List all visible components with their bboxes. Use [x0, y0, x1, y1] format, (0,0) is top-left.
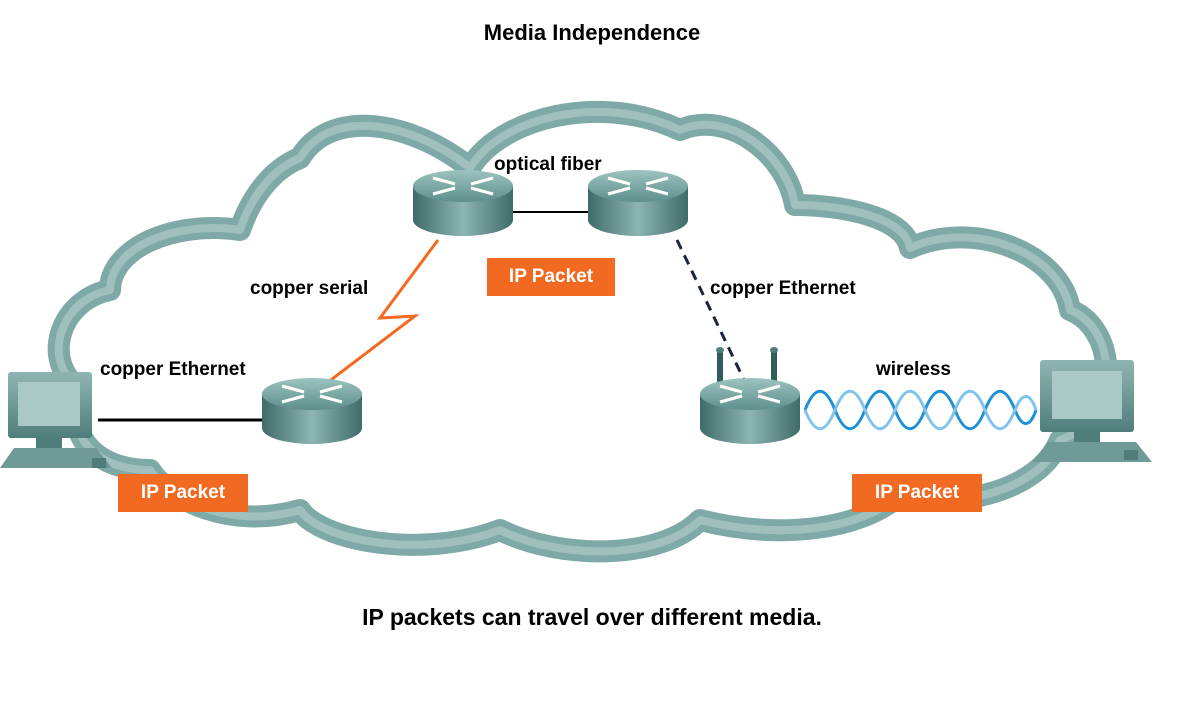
copper-ethernet-link-right — [675, 239, 747, 383]
ip-packet-center: IP Packet — [487, 258, 615, 296]
router-bottom-left — [260, 376, 364, 446]
wireless-label: wireless — [876, 359, 951, 380]
router-top-left — [411, 168, 515, 238]
router-top-right — [586, 168, 690, 238]
copper-serial-link — [314, 239, 440, 394]
copper-ethernet-right-label: copper Ethernet — [710, 278, 856, 299]
ip-packet-left: IP Packet — [118, 474, 248, 512]
pc-right — [1032, 360, 1152, 462]
ip-packet-right: IP Packet — [852, 474, 982, 512]
wireless-wave — [803, 389, 1038, 431]
pc-left — [0, 372, 112, 468]
copper-ethernet-left-label: copper Ethernet — [100, 359, 246, 380]
wireless-router — [698, 347, 802, 446]
diagram-caption: IP packets can travel over different med… — [362, 604, 822, 630]
optical-fiber-label: optical fiber — [494, 154, 602, 175]
diagram-title: Media Independence — [483, 20, 701, 45]
copper-serial-label: copper serial — [250, 278, 369, 299]
